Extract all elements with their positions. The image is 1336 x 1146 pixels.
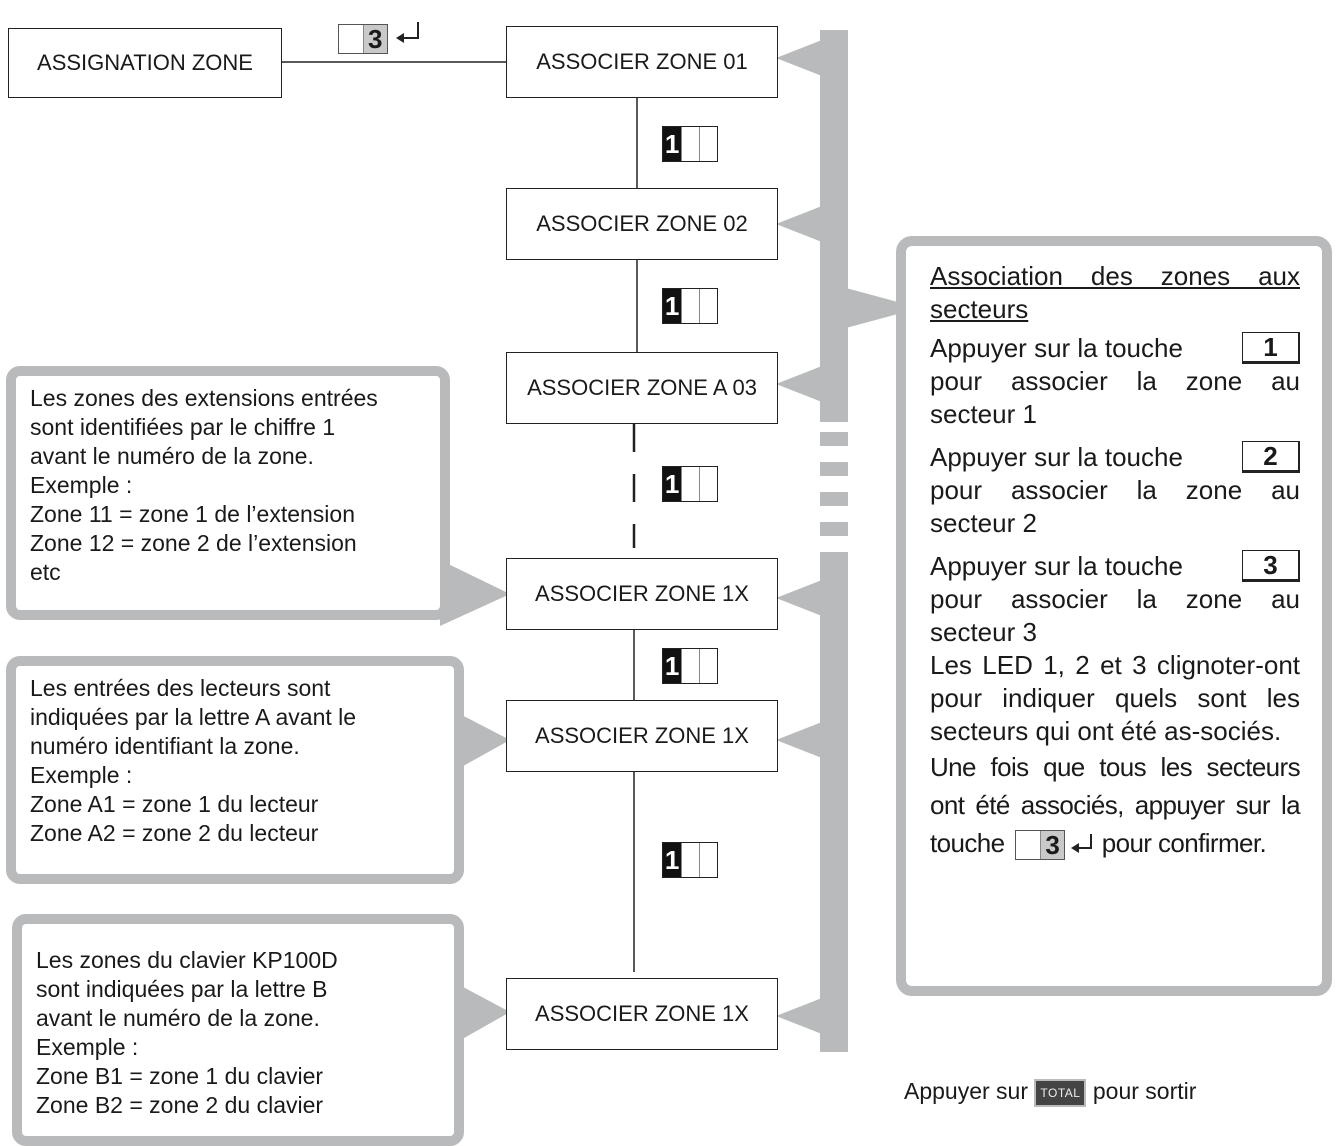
step-label: ASSOCIER ZONE 01	[536, 49, 748, 74]
note-line: sont indiquées par la lettre B	[36, 976, 328, 1002]
step-label: ASSOCIER ZONE A 03	[527, 375, 757, 400]
info-press: Appuyer sur la touche	[930, 442, 1183, 472]
total-key: TOTAL	[1034, 1078, 1087, 1107]
note-line: numéro identifiant la zone.	[30, 733, 300, 759]
exit-instruction: Appuyer sur TOTAL pour sortir	[904, 1078, 1196, 1107]
enter-key-digit: 3	[363, 25, 387, 53]
note-line: Les entrées des lecteurs sont	[30, 675, 331, 701]
key-3: 3	[1242, 550, 1300, 582]
note-line: Zone 12 = zone 2 de l’extension	[30, 530, 357, 556]
note-extensions: Les zones des extensions entrées sont id…	[6, 366, 450, 620]
note-line: Zone B1 = zone 1 du clavier	[36, 1063, 324, 1089]
enter-key-info: 3	[1015, 830, 1066, 861]
note-line: Exemple :	[30, 762, 133, 788]
next-key-1: 1	[662, 126, 718, 162]
step-box-2: ASSOCIER ZONE 02	[506, 188, 778, 260]
next-key-4: 1	[662, 648, 718, 684]
enter-arrow-icon	[1071, 834, 1093, 854]
note-line: Zone 11 = zone 1 de l’extension	[30, 501, 355, 527]
step-box-6: ASSOCIER ZONE 1X	[506, 978, 778, 1050]
info-assoc-3: pour associer la zone au secteur 3	[930, 584, 1300, 647]
key-2: 2	[1242, 441, 1300, 473]
info-assoc-2: pour associer la zone au secteur 2	[930, 475, 1300, 538]
note-line: Les zones du clavier KP100D	[36, 947, 338, 973]
note-line: Zone A2 = zone 2 du lecteur	[30, 820, 319, 846]
exit-pre: Appuyer sur	[904, 1078, 1029, 1104]
note-line: Exemple :	[30, 472, 133, 498]
info-heading: Association des zones aux secteurs	[930, 261, 1300, 324]
step-box-5: ASSOCIER ZONE 1X	[506, 700, 778, 772]
note-line: etc	[30, 559, 61, 585]
enter-key-top: 3	[338, 24, 388, 54]
next-key-2: 1	[662, 288, 718, 324]
info-press: Appuyer sur la touche	[930, 551, 1183, 581]
note-clavier: Les zones du clavier KP100D sont indiqué…	[12, 914, 464, 1146]
info-confirm-pre: Une fois que tous les secteurs ont été a…	[930, 752, 1301, 858]
note-line: indiquées par la lettre A avant le	[30, 704, 357, 730]
step-box-4: ASSOCIER ZONE 1X	[506, 558, 778, 630]
step-label: ASSOCIER ZONE 1X	[535, 723, 749, 748]
step-box-3: ASSOCIER ZONE A 03	[506, 352, 778, 424]
info-panel: Association des zones aux secteurs Appuy…	[896, 236, 1332, 996]
info-press: Appuyer sur la touche	[930, 333, 1183, 363]
note-line: sont identifiées par le chiffre 1	[30, 414, 336, 440]
step-label: ASSOCIER ZONE 1X	[535, 581, 749, 606]
step-label: ASSOCIER ZONE 1X	[535, 1001, 749, 1026]
next-key-5: 1	[662, 842, 718, 878]
note-line: avant le numéro de la zone.	[36, 1005, 320, 1031]
note-line: Exemple :	[36, 1034, 139, 1060]
info-assoc-1: pour associer la zone au secteur 1	[930, 366, 1300, 429]
note-line: avant le numéro de la zone.	[30, 443, 314, 469]
key-1: 1	[1242, 332, 1300, 364]
next-key-3: 1	[662, 466, 718, 502]
info-led-text: Les LED 1, 2 et 3 clignoter-ont pour ind…	[930, 650, 1300, 746]
step-label: ASSOCIER ZONE 02	[536, 211, 748, 236]
note-line: Zone B2 = zone 2 du clavier	[36, 1092, 324, 1118]
note-line: Zone A1 = zone 1 du lecteur	[30, 791, 319, 817]
exit-post: pour sortir	[1092, 1078, 1197, 1104]
note-line: Les zones des extensions entrées	[30, 385, 378, 411]
assignation-zone-box: ASSIGNATION ZONE	[8, 28, 282, 98]
info-confirm-post: pour confirmer.	[1101, 828, 1267, 858]
note-lecteurs: Les entrées des lecteurs sont indiquées …	[6, 656, 464, 884]
enter-arrow-icon	[396, 22, 419, 43]
step-box-1: ASSOCIER ZONE 01	[506, 26, 778, 98]
assignation-zone-label: ASSIGNATION ZONE	[37, 50, 253, 75]
